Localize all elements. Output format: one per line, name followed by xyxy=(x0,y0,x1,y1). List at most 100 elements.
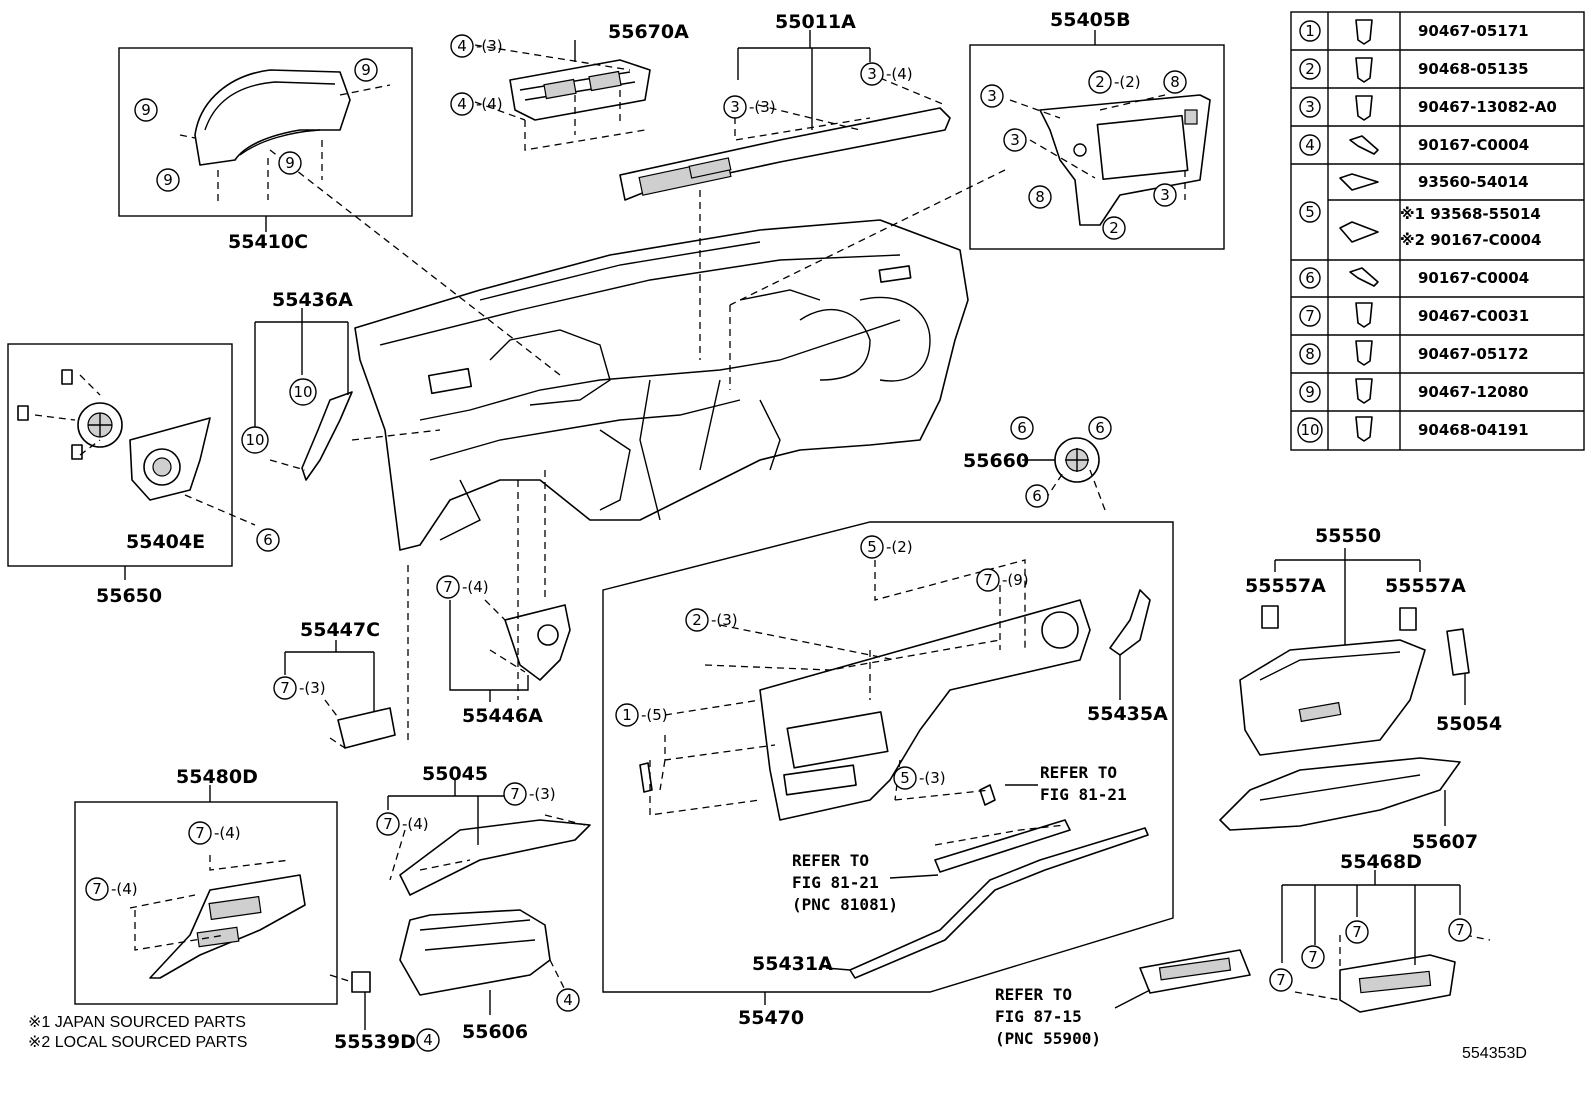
callout-circle xyxy=(1088,70,1112,94)
callout-quantity: -(4) xyxy=(402,815,429,833)
callout-number: 8 xyxy=(1170,73,1180,91)
callout-circle xyxy=(976,568,1000,592)
callout-2: 2 xyxy=(1102,216,1126,240)
leader-lines xyxy=(124,30,1466,1030)
part-55011a-center-garnish xyxy=(619,107,951,201)
callout-circle xyxy=(134,98,158,122)
callout-circle xyxy=(273,676,297,700)
table-row-number: 4 xyxy=(1305,136,1315,154)
table-row-number-circle xyxy=(1299,267,1321,289)
callout-circle xyxy=(1269,968,1293,992)
callout-circle xyxy=(860,62,884,86)
part-55480d-cover xyxy=(149,874,306,979)
part-55550-glove-box xyxy=(1239,605,1426,756)
callout-number: 6 xyxy=(1017,419,1027,437)
box-55470 xyxy=(602,521,1174,993)
table-part-number: 90468-04191 xyxy=(1418,421,1529,439)
callout-number: 7 xyxy=(1276,971,1286,989)
callout-circle xyxy=(1153,183,1177,207)
label-55404e: 55404E xyxy=(126,531,205,553)
callout-quantity: -(5) xyxy=(641,706,668,724)
table-row-number-circle xyxy=(1299,96,1321,118)
table-row-number-circle xyxy=(1299,343,1321,365)
callout-quantity: -(3) xyxy=(476,37,503,55)
table-part-number: ※2 90167-C0004 xyxy=(1400,231,1541,249)
callout-number: 5 xyxy=(867,538,877,556)
label-55446a: 55446A xyxy=(462,705,543,727)
callout-number: 3 xyxy=(867,65,877,83)
callout-circle xyxy=(256,528,280,552)
callout-number: 9 xyxy=(163,171,173,189)
diagram-code: 554353D xyxy=(1462,1045,1527,1062)
callout-number: 4 xyxy=(423,1031,433,1049)
notes: ※1 JAPAN SOURCED PARTS ※2 LOCAL SOURCED … xyxy=(28,1014,1527,1062)
ref-3-line-1: REFER TO xyxy=(995,985,1072,1004)
callout-7: 7 -(4) xyxy=(376,812,429,836)
part-55468d-panel xyxy=(1339,954,1456,1013)
callout-circle xyxy=(556,988,580,1012)
callout-6: 6 xyxy=(1088,416,1112,440)
label-55539d: 55539D xyxy=(334,1031,416,1053)
table-row-number-circle xyxy=(1299,201,1321,223)
label-55011a: 55011A xyxy=(775,11,856,33)
callout-number: 6 xyxy=(1032,487,1042,505)
label-55447c: 55447C xyxy=(300,619,380,641)
clip-icon xyxy=(1355,57,1373,83)
box-55405b xyxy=(969,44,1225,250)
callout-1: 1-(5) xyxy=(615,703,668,727)
callout-4: 4 xyxy=(556,988,580,1012)
callout-circle xyxy=(893,766,917,790)
callout-number: 7 xyxy=(1455,921,1465,939)
callout-9: 9 xyxy=(156,168,180,192)
label-55650: 55650 xyxy=(96,585,162,607)
callout-circle xyxy=(156,168,180,192)
callout-number: 7 xyxy=(383,815,393,833)
box-55650 xyxy=(7,343,233,567)
callout-number: 2 xyxy=(1095,73,1105,91)
note-local-sourced: ※2 LOCAL SOURCED PARTS xyxy=(28,1034,247,1051)
callout-quantity: -(3) xyxy=(529,785,556,803)
part-55900-control xyxy=(1139,949,1251,994)
callout-7: 7-(4) xyxy=(85,877,138,901)
callout-4: 4-(4) xyxy=(450,92,503,116)
fastener-icons xyxy=(1339,19,1379,442)
callout-number: 7 xyxy=(1308,948,1318,966)
label-55480d: 55480D xyxy=(176,766,258,788)
callout-circle xyxy=(450,34,474,58)
callout-number: 9 xyxy=(141,101,151,119)
ref-2-line-1: REFER TO xyxy=(792,851,869,870)
callout-7: 7 xyxy=(1269,968,1293,992)
callout-number: 7 xyxy=(280,679,290,697)
table-part-number: ※1 93568-55014 xyxy=(1400,205,1541,223)
callout-circles: 4-(3)4-(4)3-(4)3-(3)999932-(2)8338210106… xyxy=(85,34,1472,1052)
label-55550: 55550 xyxy=(1315,525,1381,547)
label-55405b: 55405B xyxy=(1050,9,1131,31)
callout-circle xyxy=(450,92,474,116)
callout-circle xyxy=(278,151,302,175)
part-55607-door xyxy=(1219,757,1461,831)
table-row-number: 7 xyxy=(1305,307,1315,325)
references: REFER TO FIG 81-21 REFER TO FIG 81-21 (P… xyxy=(792,763,1127,1048)
note-japan-sourced: ※1 JAPAN SOURCED PARTS xyxy=(28,1014,246,1031)
label-55470: 55470 xyxy=(738,1007,804,1029)
table-part-number: 90467-05172 xyxy=(1418,345,1529,363)
callout-circle xyxy=(1448,918,1472,942)
part-55447c-cover xyxy=(337,707,396,749)
callout-7: 7-(3) xyxy=(273,676,326,700)
part-55670a-register xyxy=(509,59,651,121)
callout-10: 10 xyxy=(289,378,317,406)
callout-circle xyxy=(1301,945,1325,969)
part-55539d-clip xyxy=(351,971,371,993)
label-55435a: 55435A xyxy=(1087,703,1168,725)
callout-5: 5 -(2) xyxy=(860,535,913,559)
table-row-number-circle xyxy=(1299,58,1321,80)
clip-icon xyxy=(1355,19,1373,45)
callout-7: 7 xyxy=(1448,918,1472,942)
table-part-number: 90467-13082-A0 xyxy=(1418,98,1557,116)
table-row-number: 5 xyxy=(1305,203,1315,221)
callout-quantity: -(2) xyxy=(1114,73,1141,91)
callout-number: 4 xyxy=(563,991,573,1009)
callout-quantity: -(2) xyxy=(886,538,913,556)
label-55557a-right: 55557A xyxy=(1385,575,1466,597)
